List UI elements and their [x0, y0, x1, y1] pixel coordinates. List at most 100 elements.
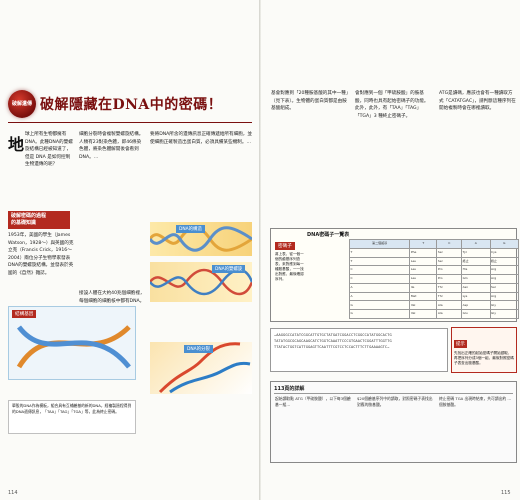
codon-cell: Met	[409, 291, 438, 302]
codon-note: 將上表，從一個一個的鹼基序列查表，來對應到每一種胺基酸，一一找出對應，最後確認序…	[275, 252, 304, 281]
dna-sequence-box: …AAGGGCCATATCGGCATTGTGCTATGATCGGACCTCGGC…	[270, 328, 448, 372]
answer-col-3: 終止密碼 TGA 出現時結束，共可讀出約 …個胺基酸。	[439, 396, 512, 407]
sequence-line: TTATACTGGTCATTGGAGTTCAATTTCGTCCTCCACTTTC…	[274, 345, 390, 349]
codon-cell: His	[461, 265, 491, 276]
chapter-badge: 破解遺傳	[8, 90, 36, 118]
codon-cell: 終止	[489, 256, 520, 267]
page-number-right: 115	[501, 490, 511, 496]
codon-table-title: DNA密碼子一覽表	[307, 232, 350, 238]
codon-cell: Val	[409, 300, 438, 311]
right-col-1: 基會對應到「20種胺基酸的其中一種」（見下表）。生物體的蛋白質都是由胺基酸組成。	[271, 91, 349, 112]
codon-cell: Val	[409, 309, 438, 319]
codon-header-cell: A	[461, 239, 491, 249]
book-gutter	[259, 0, 261, 500]
codon-cell: C	[348, 274, 411, 284]
chromosome-cross-icon	[16, 325, 131, 369]
section-heading: 破解密碼的過程 的基礎知識	[8, 211, 70, 229]
codon-cell: Gly	[489, 300, 520, 311]
codon-cell: 終止	[461, 256, 491, 267]
codon-cell: Pro	[436, 274, 463, 284]
codon-table-box: 密碼子 將上表，從一個一個的鹼基序列查表，來對應到每一種胺基酸，一一找出對應，最…	[270, 228, 520, 322]
structural-gene-label: 結構基因	[12, 310, 37, 318]
section-body: 1953年，美國的學生（James Watson，1928～）與英國的克立克（F…	[8, 233, 74, 276]
codon-cell: C	[348, 265, 411, 276]
codon-cell: G	[348, 309, 411, 319]
codon-cell: Pro	[436, 265, 463, 276]
codon-cell: Arg	[489, 274, 520, 284]
chapter-badge-label: 破解遺傳	[11, 101, 32, 107]
section-heading-line-2: 的基礎知識	[11, 220, 37, 226]
double-helix-label: DNA的雙螺旋	[212, 265, 246, 273]
codon-cell: T	[348, 247, 411, 258]
right-page: 基會對應到「20種胺基酸的其中一種」（見下表）。生物體的蛋白質都是由胺基酸組成。…	[261, 0, 520, 500]
double-helix-image: DNA的雙螺旋	[150, 262, 252, 302]
codon-header-cell: T	[409, 239, 438, 249]
page-number-left: 114	[8, 490, 18, 496]
left-col-1: 球上所有生物都擁有DNA。此種DNA的雙螺旋結構已經被知道了，但是 DNA 是如…	[25, 132, 73, 168]
section-heading-line-1: 破解密碼的過程	[11, 213, 47, 219]
dna-split-label: DNA的分裂	[184, 345, 213, 353]
dna-split-icon	[158, 342, 251, 394]
codon-cell: Arg	[489, 291, 520, 302]
answer-title: 113頁的詳解	[274, 385, 513, 394]
codon-cell: G	[348, 300, 411, 311]
sequence-line: …AAGGGCCATATCGGCATTGTGCTATGATCGGACCTCGGC…	[274, 333, 392, 337]
structural-gene-diagram: 結構基因	[8, 306, 136, 380]
codon-side: 密碼子 將上表，從一個一個的鹼基序列查表，來對應到每一種胺基酸，一一找出對應，最…	[275, 232, 305, 282]
codon-cell: Leu	[409, 274, 438, 284]
codon-cell: Ser	[436, 247, 463, 258]
codon-header-cell: 第二個鹼基	[348, 239, 411, 249]
codon-cell: T	[348, 256, 411, 267]
left-col-3: 要將DNA所含的遺傳訊息正確傳遞給所有細胞，並使細胞正確製造出蛋白質，必須具備某…	[150, 132, 252, 145]
codon-cell: Asp	[461, 300, 491, 311]
codon-cell: Thr	[436, 282, 463, 293]
title-rule	[8, 122, 252, 124]
codon-cell: Leu	[409, 265, 438, 276]
answer-box: 113頁的詳解 起始讀取點 ATG（甲硫胺酸），以下每3個鹼基一組… $20個鹼…	[270, 381, 517, 463]
codon-cell: Asn	[461, 282, 491, 293]
hint-text: 先找出正確的起始密碼子開始讀取，再把序列分成3個一組，最後對照密碼子表查出胺基酸…	[454, 351, 514, 365]
codon-cell: Ala	[436, 300, 463, 311]
codon-cell: Lys	[461, 291, 491, 302]
answer-col-1: 起始讀取點 ATG（甲硫胺酸），以下每3個鹼基一組…	[275, 396, 351, 407]
sequence-line: TATATGGCGCAGCAAGCATCTGGTCAAATTCCCGTGAACT…	[274, 339, 392, 343]
left-col-2: 細胞分裂時會複製雙螺旋結構。人類有23對染色體，即46條染色體，將染色體解開後會…	[79, 132, 144, 160]
codon-cell: Phe	[409, 247, 438, 258]
right-col-3: ATG是讀碼，應該也會有一種讀取方式「CATATGAC」，請判斷這種序列在開始複…	[439, 91, 516, 112]
codon-cell: A	[348, 282, 411, 293]
codon-header-cell: G	[489, 239, 520, 249]
hint-label: 提示	[454, 340, 467, 348]
left-page: 破解遺傳 破解隱藏在DNA中的密碼！ 地 球上所有生物都擁有DNA。此種DNA的…	[0, 0, 259, 500]
codon-cell: Leu	[409, 256, 438, 267]
drop-cap: 地	[8, 135, 25, 154]
codon-header-row: 第二個鹼基 T C A G	[348, 239, 520, 249]
figure-caption: 單股的DNA作為模板，組合具有互補鹼基的新的DNA，經複製過程得到的DNA遺傳訊…	[8, 400, 136, 434]
section-body-more: 接設人體在大約40兆個細胞裡，每個細胞的細胞核中都有DNA。	[79, 291, 145, 304]
codon-cell: Thr	[436, 291, 463, 302]
dna-split-image: DNA的分裂	[150, 342, 252, 394]
right-col-2: 會對應到一個「甲硫胺酸」的胺基酸，同時也具有起始密碼子的功能。此外，此外，有「T…	[355, 91, 429, 119]
codon-cell: Ser	[489, 282, 520, 293]
codon-cell: Arg	[489, 265, 520, 276]
codon-cell: Tyr	[461, 247, 491, 258]
codon-cell: Glu	[461, 309, 491, 319]
codon-header-cell: C	[436, 239, 463, 249]
codon-cell: Ser	[436, 256, 463, 267]
codon-cell: A	[348, 291, 411, 302]
codon-cell: Gly	[489, 309, 520, 319]
codon-cell: Ala	[436, 309, 463, 319]
codon-cell: Cys	[489, 247, 520, 258]
answer-col-2: $20個鹼基序列中的讀取，對照密碼子表找出對應的胺基酸。	[357, 396, 433, 407]
dna-structure-label: DNA的構造	[176, 225, 205, 233]
codon-cell: Gln	[461, 274, 491, 284]
hint-box: 提示 先找出正確的起始密碼子開始讀取，再把序列分成3個一組，最後對照密碼子表查出…	[451, 327, 517, 373]
